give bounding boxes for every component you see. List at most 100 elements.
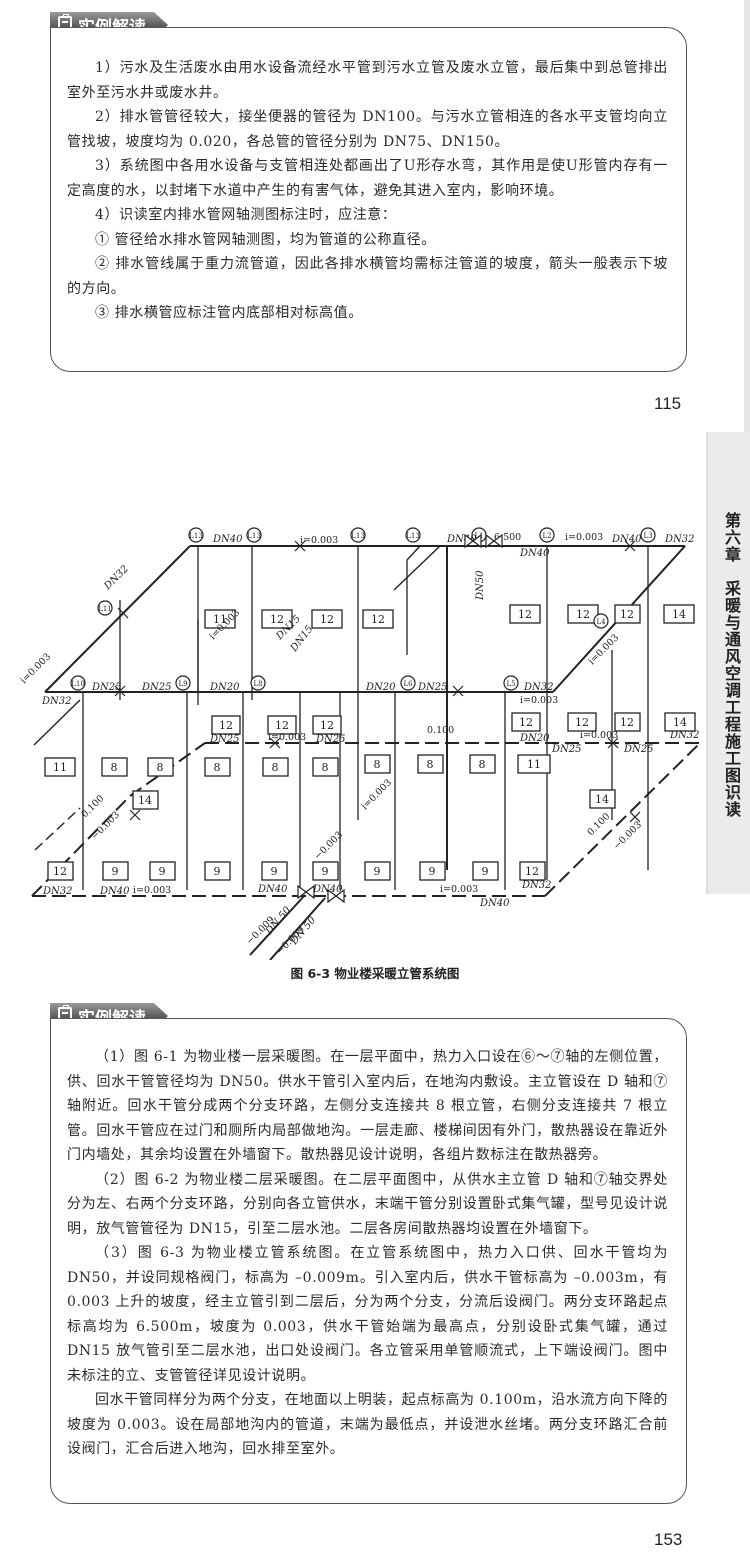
svg-text:DN25: DN25 [91,682,122,693]
svg-text:DN25: DN25 [623,744,654,755]
svg-text:8: 8 [374,758,381,771]
svg-text:12: 12 [270,613,284,626]
svg-text:DN20: DN20 [519,733,550,744]
svg-text:DN32: DN32 [669,730,700,741]
svg-text:L2: L2 [542,532,551,540]
svg-text:12: 12 [518,608,532,621]
svg-text:DN32: DN32 [521,880,552,891]
svg-text:L11: L11 [98,605,112,613]
chapter-title: 第六章 采暖与通风空调工程施工图识读 [722,512,741,818]
svg-text:0.100: 0.100 [427,725,454,736]
heating-riser-system-diagram: 11 12 12 12 12 12 12 14 12 12 12 12 12 1… [18,527,701,960]
svg-text:DN32: DN32 [102,563,131,592]
svg-text:i=0.003: i=0.003 [300,535,338,546]
paragraph: （1）图 6-1 为物业楼一层采暖图。在一层平面中，热力入口设在⑥～⑦轴的左侧位… [67,1049,668,1163]
paragraph: 2）排水管管径较大，接坐便器的管径为 DN100。与污水立管相连的各水平支管均向… [67,109,668,150]
svg-text:DN25: DN25 [209,734,240,745]
page-edge [744,0,750,432]
svg-text:11: 11 [527,758,541,771]
paragraph: 3）系统图中各用水设备与支管相连处都画出了U形存水弯，其作用是使U形管内存有一定… [67,158,668,199]
svg-text:12: 12 [519,716,533,729]
svg-text:8: 8 [214,761,221,774]
svg-text:DN20: DN20 [365,682,396,693]
svg-text:8: 8 [272,761,279,774]
svg-text:DN20: DN20 [209,682,240,693]
svg-text:DN40: DN40 [446,534,477,545]
svg-text:DN32: DN32 [42,886,73,897]
explanation-panel-1: 1）污水及生活废水由用水设备流经水平管到污水立管及废水立管，最后集中到总管排出室… [50,27,687,372]
svg-text:L8: L8 [253,680,262,688]
svg-text:DN40: DN40 [212,534,243,545]
svg-text:i=0.003: i=0.003 [359,777,394,812]
svg-text:DN40: DN40 [519,548,550,559]
svg-text:12: 12 [575,716,589,729]
svg-text:12: 12 [320,613,334,626]
paragraph: 1）污水及生活废水由用水设备流经水平管到污水立管及废水立管，最后集中到总管排出室… [67,60,668,101]
paragraph: （3）图 6-3 为物业楼立管系统图。在立管系统图中，热力入口供、回水干管均为 … [67,1245,668,1384]
svg-text:−0.003: −0.003 [89,809,122,842]
svg-text:DN25: DN25 [551,744,582,755]
svg-text:DN32: DN32 [523,682,554,693]
svg-text:i=0.003: i=0.003 [18,651,53,686]
paragraph: （2）图 6-2 为物业楼二层采暖图。在二层平面图中，从供水主立管 D 轴和⑦轴… [67,1171,668,1237]
svg-text:14: 14 [138,794,152,807]
svg-text:9: 9 [159,865,166,878]
explanation-panel-2: （1）图 6-1 为物业楼一层采暖图。在一层平面中，热力入口设在⑥～⑦轴的左侧位… [50,1018,687,1504]
svg-text:8: 8 [479,758,486,771]
svg-text:12: 12 [275,719,289,732]
svg-text:i=0.003: i=0.003 [580,730,618,741]
svg-text:9: 9 [482,865,489,878]
svg-text:8: 8 [427,758,434,771]
svg-text:12: 12 [371,613,385,626]
svg-text:DN40: DN40 [611,534,642,545]
svg-text:i=0.003: i=0.003 [440,884,478,895]
svg-text:11: 11 [53,761,67,774]
svg-text:L13: L13 [247,532,261,540]
svg-text:DN25: DN25 [315,734,346,745]
svg-text:6.500: 6.500 [494,532,521,543]
svg-text:14: 14 [673,716,687,729]
svg-text:14: 14 [672,608,686,621]
svg-text:i=0.003: i=0.003 [565,532,603,543]
svg-text:12: 12 [53,865,67,878]
svg-text:9: 9 [374,865,381,878]
svg-text:L9: L9 [178,680,187,688]
paragraph: ③ 排水横管应标注管内底部相对标高值。 [95,305,363,321]
svg-text:12: 12 [320,719,334,732]
svg-text:L5: L5 [506,680,515,688]
svg-text:L10: L10 [71,680,85,688]
svg-text:i=0.003: i=0.003 [268,732,306,743]
svg-text:9: 9 [429,865,436,878]
svg-text:8: 8 [322,761,329,774]
page-number: 153 [654,1530,683,1549]
svg-text:9: 9 [112,865,119,878]
svg-text:14: 14 [595,793,609,806]
svg-text:8: 8 [111,761,118,774]
chapter-side-tab: 第六章 采暖与通风空调工程施工图识读 [706,432,750,894]
svg-text:DN32: DN32 [664,534,695,545]
svg-text:DN25: DN25 [141,682,172,693]
svg-text:8: 8 [157,761,164,774]
svg-text:11: 11 [213,613,227,626]
svg-text:9: 9 [214,865,221,878]
paragraph: ② 排水管线属于重力流管道，因此各排水横管均需标注管道的坡度，箭头一般表示下坡的… [67,256,668,297]
svg-text:L3: L3 [643,532,652,540]
paragraph: 4）识读室内排水管网轴测图标注时，应注意： [95,207,397,223]
svg-text:12: 12 [620,608,634,621]
svg-text:DN40: DN40 [479,898,510,909]
svg-text:DN32: DN32 [41,696,72,707]
page-number: 115 [654,394,682,413]
svg-text:L6: L6 [403,680,413,688]
svg-text:DN40: DN40 [99,886,130,897]
figure-caption: 图 6-3 物业楼采暖立管系统图 [290,966,460,981]
svg-text:i=0.003: i=0.003 [133,885,171,896]
svg-text:L13: L13 [406,532,420,540]
paragraph: 回水干管同样分为两个分支，在地面以上明装，起点标高为 0.100m，沿水流方向下… [67,1392,669,1457]
svg-text:9: 9 [322,865,329,878]
svg-text:L13: L13 [351,532,365,540]
svg-text:L13: L13 [189,532,203,540]
svg-text:i=0.003: i=0.003 [520,695,558,706]
svg-text:9: 9 [271,865,278,878]
paragraph: ① 管径给水排水管网轴测图，均为管道的公称直径。 [95,231,436,248]
svg-text:L4: L4 [596,618,606,626]
